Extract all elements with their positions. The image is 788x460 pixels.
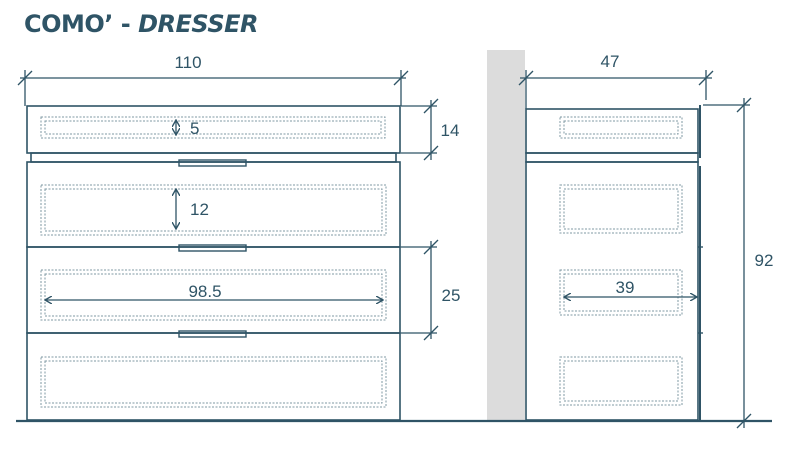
dim-top-height-label: 14 <box>441 121 460 140</box>
side-inner-panel-3-in <box>563 360 679 402</box>
side-body <box>525 161 699 421</box>
front-handle-2 <box>178 244 247 252</box>
title-subtitle: DRESSER <box>138 10 258 38</box>
front-view <box>26 105 401 421</box>
side-inner-panel-2 <box>559 269 683 316</box>
front-handle-3 <box>178 330 247 338</box>
side-top-drawer <box>525 108 699 154</box>
dim-inner-top-label: 5 <box>190 119 199 138</box>
front-inner-panel-top-in <box>44 120 382 135</box>
dim-total-height-label: 92 <box>755 251 774 270</box>
side-inner-panel-top <box>559 116 683 139</box>
front-inner-panel-1-in <box>44 188 383 232</box>
side-top-plinth <box>525 152 699 163</box>
dim-inner-drawer-label: 12 <box>190 200 209 219</box>
front-inner-panel-2-in <box>44 273 383 317</box>
front-inner-panel-3 <box>40 356 387 408</box>
side-inner-panel-1-in <box>563 188 679 230</box>
side-inner-panels <box>559 116 683 406</box>
front-drawer-1 <box>26 161 401 248</box>
front-top-drawer <box>26 105 401 154</box>
dim-drawer-height-label: 25 <box>442 286 461 305</box>
dim-inner-width-label: 98.5 <box>188 282 221 301</box>
side-view <box>525 105 703 421</box>
page-title: COMO’ - DRESSER <box>24 10 258 38</box>
front-inner-panel-top <box>40 116 386 139</box>
dim-side-depth-label: 47 <box>601 52 620 71</box>
front-handle-1 <box>178 159 247 167</box>
front-drawer-3 <box>26 332 401 421</box>
front-inner-panels <box>40 116 387 408</box>
dim-inner-depth-label: 39 <box>616 278 635 297</box>
wall-strip <box>487 50 525 421</box>
side-inner-panel-top-in <box>563 120 679 135</box>
dimension-lines <box>17 70 752 429</box>
front-inner-panel-2 <box>40 269 387 321</box>
front-inner-panel-1 <box>40 184 387 236</box>
side-inner-panel-3 <box>559 356 683 406</box>
dim-front-width-label: 110 <box>174 53 201 72</box>
side-inner-panel-1 <box>559 184 683 234</box>
side-inner-panel-2-in <box>563 273 679 312</box>
front-inner-panel-3-in <box>44 360 383 404</box>
title-main: COMO’ - <box>24 10 139 38</box>
